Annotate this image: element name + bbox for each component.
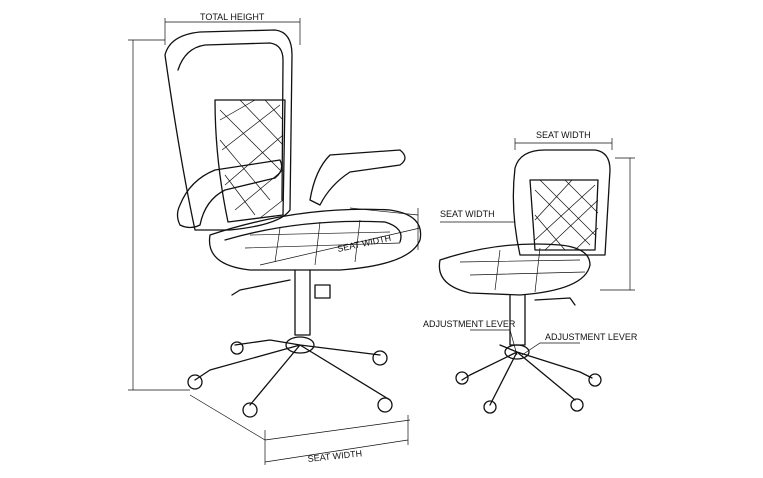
seat-width-label-big-seat: SEAT WIDTH (336, 233, 392, 254)
adjustment-lever-label-right: ADJUSTMENT LEVER (545, 332, 638, 342)
task-chair-drawing (438, 149, 611, 414)
adjustment-lever-label-left: ADJUSTMENT LEVER (423, 319, 516, 329)
big-chair-dimension-lines (128, 18, 421, 465)
executive-chair-drawing (164, 29, 422, 418)
seat-width-label-small-top: SEAT WIDTH (536, 130, 591, 140)
small-chair-dimension-lines (440, 138, 635, 356)
seat-width-label-big-base: SEAT WIDTH (307, 448, 362, 464)
total-height-label: TOTAL HEIGHT (200, 12, 265, 22)
seat-width-label-small-side: SEAT WIDTH (440, 209, 495, 219)
